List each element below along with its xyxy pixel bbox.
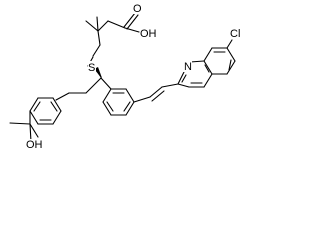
atom-labels: O OH S Cl N OH bbox=[26, 3, 244, 151]
quinoline-pyridine-ring bbox=[177, 60, 213, 88]
label-acid-hydroxyl: OH bbox=[140, 28, 157, 40]
vinyl-linker bbox=[133, 83, 179, 103]
label-carbonyl-oxygen: O bbox=[133, 3, 142, 15]
chloro-substituent bbox=[226, 39, 233, 49]
molecule-structure: O OH S Cl N OH bbox=[9, 3, 244, 151]
left-benzene-ring bbox=[29, 97, 62, 125]
hydroxypropyl-group bbox=[9, 110, 39, 143]
label-chlorine: Cl bbox=[230, 28, 240, 40]
acid-chain bbox=[85, 12, 140, 57]
quinoline-benzo-ring bbox=[203, 47, 236, 75]
label-thioether-sulfur: S bbox=[88, 62, 95, 74]
label-quinoline-nitrogen: N bbox=[184, 61, 192, 73]
middle-benzene-ring bbox=[100, 77, 135, 116]
label-tertiary-alcohol: OH bbox=[26, 139, 43, 151]
